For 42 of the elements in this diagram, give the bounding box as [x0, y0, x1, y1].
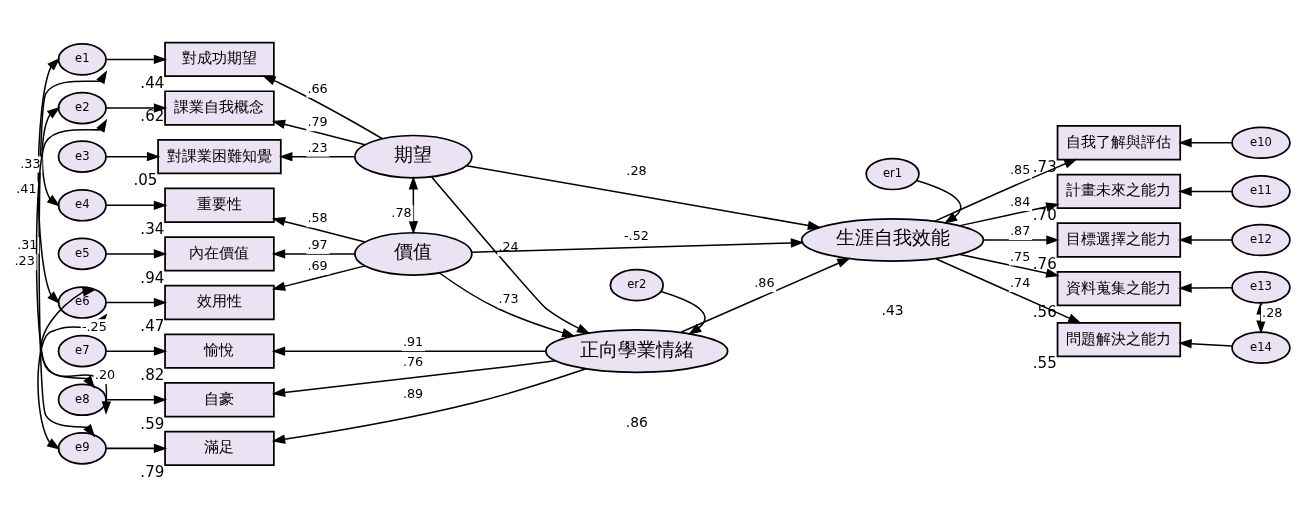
node-label: .55 [1032, 353, 1057, 372]
edge-label: -.25 [81, 318, 107, 334]
edge-label: .31 [17, 236, 38, 252]
node-label: .73 [1032, 157, 1057, 176]
edge-label: .28 [1262, 304, 1283, 320]
edge-label: .89 [402, 385, 424, 401]
node-label: .56 [1032, 302, 1057, 321]
node-label: .86 [625, 413, 648, 429]
node-label: .47 [140, 316, 165, 335]
edge-label: .69 [307, 257, 328, 273]
edge-label: .28 [626, 162, 647, 178]
node-label: .79 [140, 462, 165, 481]
edge-label: .86 [754, 274, 775, 290]
node-label: .34 [140, 219, 165, 238]
edge-label: .79 [307, 113, 328, 129]
edge-label: .76 [402, 353, 424, 369]
edge-label: .41 [16, 180, 37, 196]
edge-label: -.52 [624, 227, 649, 243]
edge-label: .73 [498, 290, 519, 306]
edge-label: .74 [1010, 274, 1031, 290]
edge-label: .87 [1010, 222, 1031, 238]
edge-label: .58 [307, 209, 328, 225]
edge-label: .97 [307, 236, 328, 252]
edge-label: .33 [20, 155, 41, 171]
edge-label: .84 [1010, 193, 1031, 209]
node-label: .43 [881, 301, 904, 318]
node-label: .82 [140, 365, 165, 384]
edge-label: .66 [307, 80, 328, 96]
edge-label: .91 [402, 333, 424, 349]
node-label: .76 [1032, 254, 1057, 273]
node-label: .59 [140, 414, 165, 433]
edge-label: .23 [307, 139, 328, 155]
edge-label: .23 [14, 252, 35, 268]
node-label: .05 [133, 170, 158, 189]
edge-label: .85 [1010, 161, 1031, 177]
node-label: .70 [1032, 205, 1057, 224]
node-label: .44 [140, 73, 165, 92]
edge-label: .20 [94, 366, 116, 382]
edge-label: .75 [1010, 248, 1031, 264]
edge-label: .24 [498, 238, 519, 254]
edge-label: .78 [391, 204, 412, 220]
node-label: .94 [140, 268, 165, 287]
